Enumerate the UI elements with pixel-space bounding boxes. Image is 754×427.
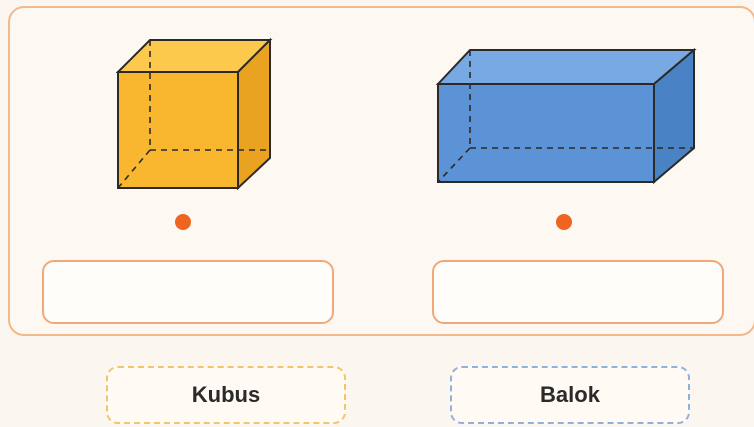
cuboid-connector-dot[interactable]: [556, 214, 572, 230]
cuboid-answer-slot[interactable]: [432, 260, 724, 324]
cube-answer-slot[interactable]: [42, 260, 334, 324]
cube-connector-dot[interactable]: [175, 214, 191, 230]
cube-icon: [115, 37, 273, 191]
balok-label-chip[interactable]: Balok: [450, 366, 690, 424]
matching-panel: [8, 6, 754, 336]
kubus-label-chip[interactable]: Kubus: [106, 366, 346, 424]
cuboid-icon: [435, 47, 697, 185]
